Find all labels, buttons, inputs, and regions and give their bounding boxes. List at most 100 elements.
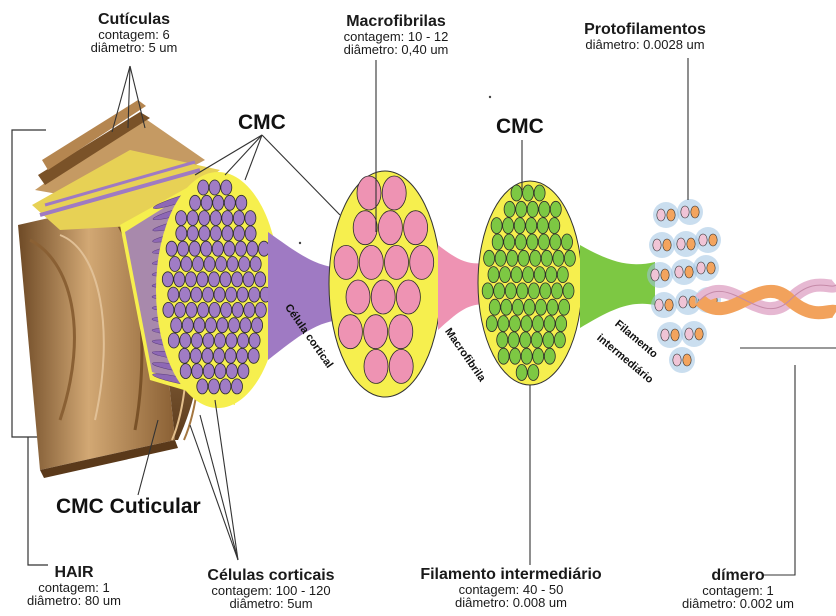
cortical-cell bbox=[216, 257, 227, 272]
hair-title: HAIR bbox=[18, 565, 130, 581]
label-hair: HAIR contagem: 1 diâmetro: 80 um bbox=[18, 565, 130, 607]
intermediate-filament-circle bbox=[528, 283, 539, 299]
intermediate-filament-circle bbox=[495, 250, 506, 266]
intermediate-filament-circle bbox=[537, 218, 548, 234]
cortical-cell bbox=[205, 318, 216, 333]
cortical-cell bbox=[191, 333, 202, 348]
macrofibril-circle bbox=[357, 176, 381, 210]
macrofibril-circle bbox=[385, 245, 409, 279]
protofilament-orange bbox=[685, 266, 693, 278]
intermediate-filament-section bbox=[478, 181, 582, 385]
protofilament-orange bbox=[683, 354, 691, 366]
cortical-cell bbox=[189, 241, 200, 256]
intermediate-filament-circle bbox=[547, 299, 558, 315]
macrofibril-circle bbox=[338, 315, 362, 349]
intermediate-filament-circle bbox=[539, 201, 550, 217]
protofilament-orange bbox=[691, 206, 699, 218]
cortical-cell bbox=[190, 348, 201, 363]
cortical-cell bbox=[222, 211, 233, 226]
label-celulas-corticais: Células corticais contagem: 100 - 120 di… bbox=[196, 568, 346, 610]
cortical-cell bbox=[220, 379, 231, 394]
protofilament-orange bbox=[687, 238, 695, 250]
intermediate-filament-circle bbox=[509, 316, 520, 332]
dimero-diameter: diâmetro: 0.002 um bbox=[650, 597, 826, 610]
cortical-cell bbox=[250, 257, 261, 272]
intermediate-filament-circle bbox=[484, 250, 495, 266]
cortical-cell bbox=[210, 211, 221, 226]
protofilament-pink bbox=[699, 234, 707, 246]
cortical-cell bbox=[209, 272, 220, 287]
cortical-cell bbox=[215, 333, 226, 348]
cortical-cell bbox=[209, 180, 220, 195]
intermediate-filament-circle bbox=[544, 348, 555, 364]
cortical-cell bbox=[202, 348, 213, 363]
cortical-cell bbox=[226, 287, 237, 302]
intermediate-filament-circle bbox=[559, 299, 570, 315]
intermediate-filament-circle bbox=[562, 234, 573, 250]
macrofibril-circle bbox=[378, 211, 402, 245]
cortical-cell bbox=[239, 257, 250, 272]
protofilament-orange bbox=[663, 239, 671, 251]
intermediate-filament-circle bbox=[526, 218, 537, 234]
intermediate-filament-circle bbox=[512, 299, 523, 315]
intermediate-filament-circle bbox=[511, 267, 522, 283]
cortical-cell bbox=[217, 318, 228, 333]
intermediate-filament-circle bbox=[527, 234, 538, 250]
intermediate-filament-circle bbox=[553, 250, 564, 266]
filamento-intermediario-title: Filamento intermediário bbox=[396, 567, 626, 583]
label-cmc-left: CMC bbox=[238, 112, 286, 133]
intermediate-filament-circle bbox=[550, 234, 561, 250]
protofilament-orange bbox=[667, 209, 675, 221]
intermediate-filament-circle bbox=[498, 348, 509, 364]
intermediate-filament-circle bbox=[491, 218, 502, 234]
dimero-title: dímero bbox=[650, 568, 826, 584]
cortical-cell bbox=[233, 211, 244, 226]
label-dimero: dímero contagem: 1 diâmetro: 0.002 um bbox=[650, 568, 826, 610]
cortical-cell bbox=[229, 318, 240, 333]
intermediate-filament-circle bbox=[504, 234, 515, 250]
cortical-cell bbox=[212, 241, 223, 256]
intermediate-filament-circle bbox=[521, 316, 532, 332]
protofilament-orange bbox=[671, 329, 679, 341]
cortical-cell bbox=[236, 195, 247, 210]
cortical-cell bbox=[191, 287, 202, 302]
cortical-cell bbox=[176, 211, 187, 226]
protofilament-pink bbox=[653, 239, 661, 251]
cortical-cell bbox=[204, 257, 215, 272]
cortical-cell bbox=[227, 257, 238, 272]
cortical-cell bbox=[247, 241, 258, 256]
cortical-cell bbox=[226, 333, 237, 348]
intermediate-filament-circle bbox=[482, 283, 493, 299]
macrofibril-circle bbox=[371, 280, 395, 314]
intermediate-filament-circle bbox=[501, 299, 512, 315]
intermediate-filament-circle bbox=[524, 299, 535, 315]
cortical-cell bbox=[244, 302, 255, 317]
protofilament-pink bbox=[679, 296, 687, 308]
macrofibril-circle bbox=[364, 349, 388, 383]
cortical-cell bbox=[221, 302, 232, 317]
intermediate-filament-circle bbox=[518, 250, 529, 266]
cortical-cell bbox=[168, 287, 179, 302]
macrofibrilas-title: Macrofibrilas bbox=[316, 14, 476, 30]
cortical-cell bbox=[201, 195, 212, 210]
cortical-cell bbox=[193, 257, 204, 272]
protofilament-orange bbox=[665, 299, 673, 311]
intermediate-filament-circle bbox=[515, 234, 526, 250]
protofilament-pink bbox=[673, 354, 681, 366]
intermediate-filament-circle bbox=[510, 348, 521, 364]
intermediate-filament-circle bbox=[511, 185, 522, 201]
macrofibril-section bbox=[329, 171, 441, 397]
macrofibril-circle bbox=[396, 280, 420, 314]
macrofibril-circle bbox=[382, 176, 406, 210]
cuticulas-diameter: diâmetro: 5 um bbox=[74, 41, 194, 54]
protofilamentos-diameter: diâmetro: 0.0028 um bbox=[560, 38, 730, 51]
intermediate-filament-circle bbox=[543, 332, 554, 348]
intermediate-filament-circle bbox=[533, 348, 544, 364]
label-macrofibrilas: Macrofibrilas contagem: 10 - 12 diâmetro… bbox=[316, 14, 476, 56]
label-protofilamentos: Protofilamentos diâmetro: 0.0028 um bbox=[560, 22, 730, 51]
cortical-cell bbox=[238, 333, 249, 348]
intermediate-filament-circle bbox=[516, 365, 527, 381]
cortical-cell bbox=[224, 195, 235, 210]
celulas-corticais-diameter: diâmetro: 5um bbox=[196, 597, 346, 610]
cortical-cell bbox=[243, 272, 254, 287]
